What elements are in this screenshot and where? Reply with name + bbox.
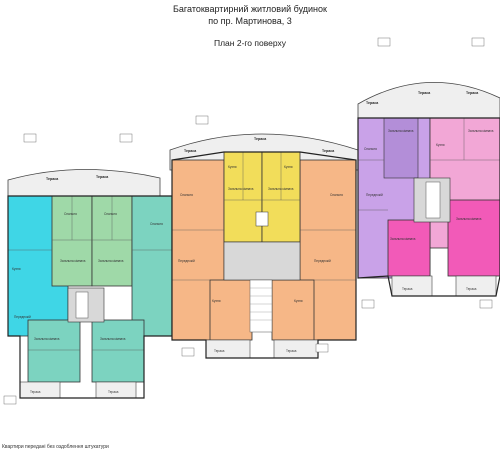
label-terrace-3: Тераса	[30, 390, 41, 394]
terrace-right-bottom-2	[455, 275, 497, 297]
title-line2: по пр. Мартинова, 3	[208, 16, 292, 26]
label-hall-2: Передпокій	[178, 259, 195, 263]
label-living-10: Загальна кімната	[456, 217, 482, 221]
label-bedroom-4: Спальня	[180, 193, 193, 197]
stair-right	[425, 181, 441, 219]
label-living-1: Загальна кімната	[60, 259, 86, 263]
label-terrace-10: Тераса	[366, 101, 379, 105]
label-living-6: Загальна кімната	[268, 187, 294, 191]
label-hall-1: Передпокій	[14, 315, 31, 319]
area-tags	[3, 37, 493, 405]
label-terrace-4: Тераса	[108, 390, 119, 394]
label-terrace-7: Тераса	[322, 149, 335, 153]
label-bedroom-1: Спальня	[150, 222, 163, 226]
apartment-magenta	[447, 199, 500, 277]
label-bedroom-2: Спальня	[64, 212, 77, 216]
right-block: Тераса Тераса Тераса Спальня Загальна кі…	[357, 81, 500, 297]
label-living-5: Загальна кімната	[228, 187, 254, 191]
label-terrace-2: Тераса	[96, 175, 109, 179]
label-hall-3: Передпокій	[314, 259, 331, 263]
label-living-8: Загальна кімната	[468, 129, 494, 133]
terrace-right-top	[357, 81, 500, 121]
label-kitchen-2: Кухня	[228, 165, 237, 169]
label-kitchen-1: Кухня	[12, 267, 21, 271]
label-kitchen-4: Кухня	[212, 299, 221, 303]
label-terrace-5: Тераса	[184, 149, 197, 153]
plan-title: План 2-го поверху	[213, 38, 287, 48]
terrace-left-top	[7, 169, 161, 201]
apartment-orange-lower-left	[209, 279, 253, 341]
lift-center	[255, 211, 269, 227]
label-terrace-6: Тераса	[254, 137, 267, 141]
stair-left	[75, 291, 89, 319]
label-living-2: Загальна кімната	[98, 259, 124, 263]
label-bedroom-6: Спальня	[364, 147, 377, 151]
footer-note: Квартири передані без оздоблення штукату…	[2, 444, 109, 450]
label-terrace-14: Тераса	[466, 287, 477, 291]
label-living-3: Загальна кімната	[34, 337, 60, 341]
label-terrace-8: Тераса	[214, 349, 225, 353]
label-living-9: Загальна кімната	[390, 237, 416, 241]
apartment-purple-inner	[383, 117, 419, 179]
title-line1: Багатоквартирний житловий будинок	[173, 4, 327, 14]
label-terrace-1: Тераса	[46, 177, 59, 181]
label-living-4: Загальна кімната	[100, 337, 126, 341]
label-terrace-12: Тераса	[466, 91, 479, 95]
label-living-7: Загальна кімната	[388, 129, 414, 133]
stair-center	[249, 279, 273, 333]
label-kitchen-6: Кухня	[436, 143, 445, 147]
terrace-right-bottom-1	[391, 275, 433, 297]
label-terrace-11: Тераса	[418, 91, 431, 95]
label-bedroom-5: Спальня	[330, 193, 343, 197]
apartment-orange-lower-right	[271, 279, 315, 341]
label-terrace-9: Тераса	[286, 349, 297, 353]
apartment-lower-right	[91, 319, 145, 383]
left-block: Тераса Тераса Спальня Спальня Спальня За…	[7, 169, 173, 399]
corridor-center	[223, 241, 301, 281]
label-kitchen-5: Кухня	[294, 299, 303, 303]
label-bedroom-3: Спальня	[104, 212, 117, 216]
apartment-lower-left	[27, 319, 81, 383]
apartment-teal	[131, 195, 173, 337]
terrace-center-bottom-1	[205, 339, 251, 359]
label-terrace-13: Тераса	[402, 287, 413, 291]
apartment-magenta-left	[387, 219, 431, 277]
center-block: Тераса Тераса Тераса Спальня Спальня Заг…	[169, 133, 359, 359]
label-hall-4: Передпокій	[366, 193, 383, 197]
label-kitchen-3: Кухня	[284, 165, 293, 169]
